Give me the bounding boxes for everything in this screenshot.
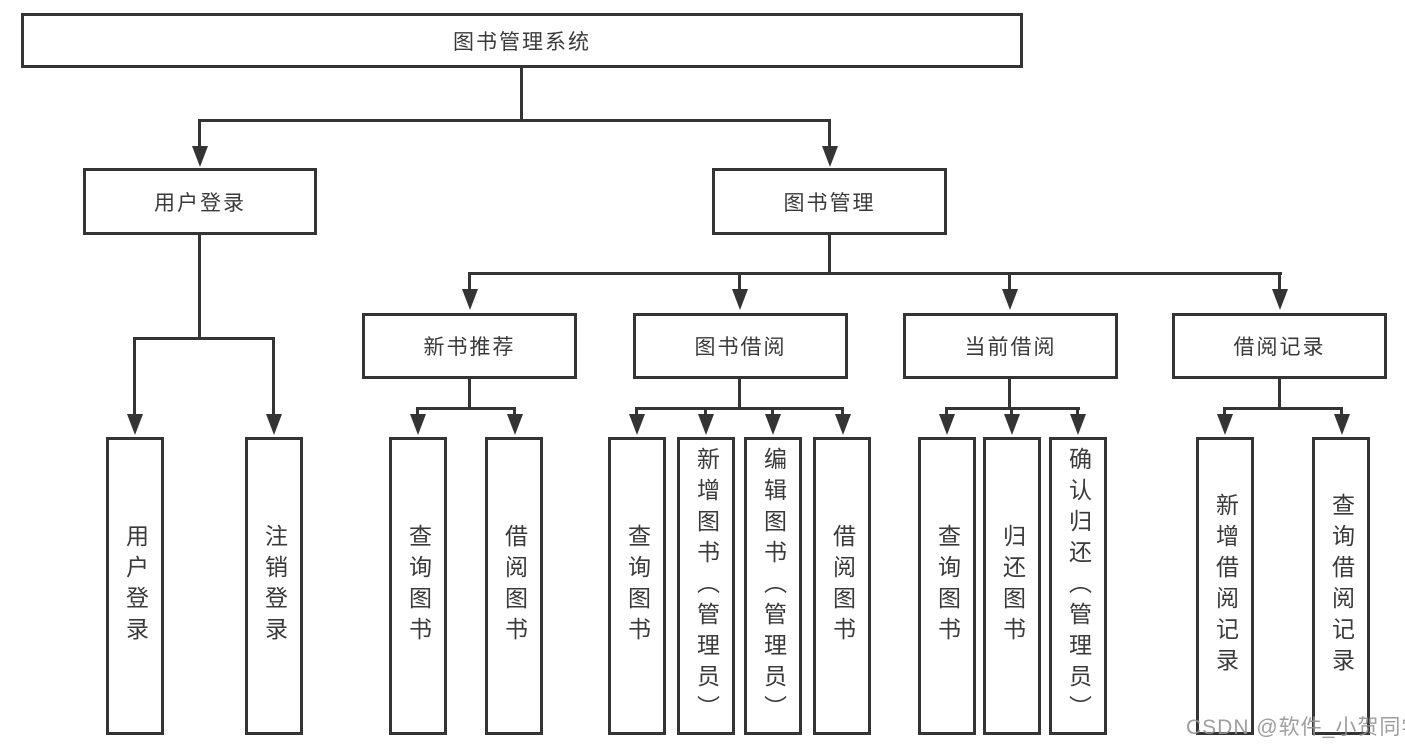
connector-shaft	[1278, 272, 1281, 292]
connector-level1-splitter	[198, 119, 831, 122]
connector-splitter	[1223, 407, 1343, 410]
connector-shaft	[513, 407, 516, 417]
arrow-down-icon	[939, 414, 955, 435]
arrow-down-icon	[507, 414, 523, 435]
node-user-login: 用户登录	[83, 168, 317, 235]
node-book-borrow: 图书借阅	[633, 313, 848, 379]
connector-splitter	[635, 407, 844, 410]
arrow-down-icon	[1070, 414, 1086, 435]
arrow-down-icon	[822, 146, 838, 167]
connector-drop	[1008, 379, 1011, 410]
leaf-borrow-borrow-books: 借阅图书	[813, 437, 871, 735]
connector-shaft	[945, 407, 948, 417]
connector-user-splitter	[133, 337, 275, 340]
leaf-current-query-books: 查询图书	[918, 437, 976, 735]
arrow-down-icon	[765, 414, 781, 435]
connector-shaft	[416, 407, 419, 417]
leaf-borrow-edit-books-admin: 编辑图书（管理员）	[744, 437, 802, 735]
connector-shaft	[841, 407, 844, 417]
connector-drop	[468, 379, 471, 410]
node-borrow-records: 借阅记录	[1172, 313, 1387, 379]
node-new-book-recommend: 新书推荐	[362, 313, 577, 379]
arrow-down-icon	[835, 414, 851, 435]
connector-drop	[1278, 379, 1281, 410]
arrow-down-icon	[127, 414, 143, 435]
connector-root-drop	[520, 68, 523, 122]
connector-shaft	[635, 407, 638, 417]
csdn-watermark: CSDN @软件_小贺同学	[1186, 716, 1405, 739]
connector-shaft	[1008, 272, 1011, 292]
connector-shaft	[738, 272, 741, 292]
connector-shaft	[1076, 407, 1079, 417]
arrow-down-icon	[698, 414, 714, 435]
leaf-records-query-borrow-record: 查询借阅记录	[1312, 437, 1370, 735]
arrow-down-icon	[462, 289, 478, 310]
connector-shaft	[1223, 407, 1226, 417]
arrow-down-icon	[410, 414, 426, 435]
connector-bookmgmt-drop	[828, 235, 831, 275]
arrow-down-icon	[1334, 414, 1350, 435]
connector-drop	[738, 379, 741, 410]
leaf-borrow-query-books: 查询图书	[608, 437, 666, 735]
leaf-borrow-add-books-admin: 新增图书（管理员）	[677, 437, 735, 735]
connector-shaft	[133, 337, 136, 416]
connector-shaft	[1340, 407, 1343, 417]
connector-shaft	[771, 407, 774, 417]
arrow-down-icon	[732, 289, 748, 310]
leaf-current-return-books: 归还图书	[983, 437, 1041, 735]
arrow-down-icon	[1002, 289, 1018, 310]
arrow-down-icon	[1004, 414, 1020, 435]
leaf-current-confirm-return-admin: 确认归还（管理员）	[1049, 437, 1107, 735]
connector-shaft	[704, 407, 707, 417]
arrow-down-icon	[1272, 289, 1288, 310]
arrow-down-icon	[192, 146, 208, 167]
connector-user-drop	[198, 235, 201, 340]
connector-user-login-shaft	[198, 119, 201, 148]
arrow-down-icon	[266, 414, 282, 435]
arrow-down-icon	[629, 414, 645, 435]
connector-splitter	[416, 407, 516, 410]
leaf-records-add-borrow-record: 新增借阅记录	[1196, 437, 1254, 735]
connector-shaft	[1010, 407, 1013, 417]
node-library-system: 图书管理系统	[21, 13, 1023, 68]
leaf-logout: 注销登录	[245, 437, 303, 735]
arrow-down-icon	[1217, 414, 1233, 435]
node-book-management: 图书管理	[712, 168, 947, 235]
leaf-recommend-borrow-books: 借阅图书	[485, 437, 543, 735]
connector-shaft	[468, 272, 471, 292]
connector-level3-splitter	[468, 272, 1282, 275]
connector-book-mgmt-shaft	[828, 119, 831, 148]
leaf-recommend-query-books: 查询图书	[389, 437, 447, 735]
node-current-borrow: 当前借阅	[903, 313, 1118, 379]
connector-shaft	[272, 337, 275, 416]
leaf-user-login: 用户登录	[106, 437, 164, 735]
